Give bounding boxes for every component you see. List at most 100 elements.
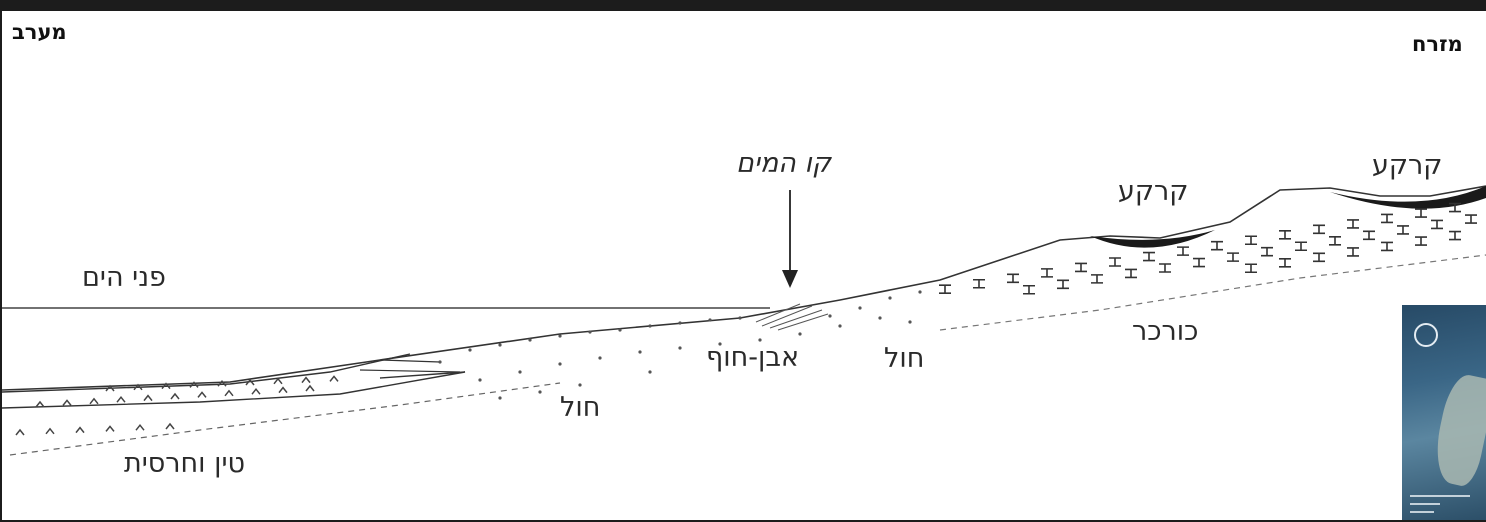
kurkar-mark [1193,257,1205,268]
clay-mark [75,426,85,434]
sand-dot [478,378,482,382]
kurkar-mark [1279,258,1291,268]
kurkar-mark [1415,236,1427,246]
kurkar-mark [1465,214,1477,224]
kurkar-mark [1381,213,1393,224]
kurkar-mark [939,284,951,294]
sand-dot [438,360,442,364]
kurkar-mark [1431,219,1443,230]
clay-mark [135,423,145,431]
kurkar-mark [1041,268,1053,278]
kurkar-mark [1245,235,1257,246]
kurkar-mark [1023,284,1035,295]
clay-mark [89,397,99,405]
sand-dot [678,321,682,325]
sand-dot [798,332,802,336]
west-label: מערב [12,20,67,44]
kurkar-mark [1347,247,1359,257]
sand-dot [838,324,842,328]
sand-dot [618,328,622,332]
clay-mark [189,381,199,388]
sand-dot [538,390,542,394]
kurkar-mark [1313,252,1325,263]
clay-lens-wedge [359,359,461,373]
kurkar-mark [1381,241,1393,252]
water-line-arrow-head [782,270,798,288]
kurkar-mark [1143,251,1155,262]
sand-dot [738,316,742,320]
cover-text-line [1410,503,1440,505]
sand-dot [598,356,602,360]
sand-dot [718,342,722,346]
sand-dot [558,334,562,338]
clay-mark [35,400,45,408]
sand-dot [908,320,912,324]
sand-label-2: חול [560,392,601,423]
clay-mark [197,391,207,398]
clay-mark [251,387,261,395]
sand-dots [438,290,922,400]
clay-mark [143,394,153,402]
clay-mark [161,382,171,390]
clay-mark [217,379,227,387]
clay-silt-label: טין וחרסית [124,448,246,479]
sand-dot [528,338,532,342]
sand-dot [758,338,762,342]
kurkar-mark [1245,263,1257,274]
kurkar-mark [1261,246,1273,257]
soil-patch-1 [1090,230,1215,248]
clay-mark [105,384,115,392]
east-label: מזרח [1412,32,1463,56]
kurkar-mark [1449,230,1461,241]
clay-marks [15,375,339,436]
map-landmass [1429,371,1486,489]
clay-mark [170,392,180,400]
kurkar-mark [1363,230,1375,241]
sand-dot [878,316,882,320]
emblem-icon [1414,323,1438,347]
clay-mark [245,378,255,386]
clay-mark [305,384,315,392]
kurkar-mark [1159,263,1171,273]
sand-dot [858,306,862,310]
clay-lens-upper [1,353,411,393]
clay-mark [105,425,115,432]
sea-surface-label: פני הים [82,262,166,293]
kurkar-boundary-line [939,254,1486,331]
lower-boundary-line [9,382,561,456]
sand-dot [498,396,502,400]
clay-mark [165,422,175,430]
sand-dot [828,314,832,318]
kurkar-mark [1057,279,1069,290]
cover-text-line [1410,511,1434,513]
kurkar-mark [1177,246,1189,256]
kurkar-mark [1125,268,1137,279]
kurkar-mark [973,278,985,289]
kurkar-mark [1449,202,1461,213]
sand-dot [678,346,682,350]
beach-rock-hatch [755,303,829,331]
kurkar-mark [1211,240,1223,251]
sand-dot [588,330,592,334]
clay-mark [133,383,143,391]
soil-patch-2 [1330,186,1486,209]
kurkar-mark [1075,262,1087,273]
sand-dot [708,318,712,322]
kurkar-mark [1007,273,1019,284]
clay-lens-lower [1,371,466,409]
kurkar-mark [1329,236,1341,246]
kurkar-label: כורכר [1132,316,1199,347]
kurkar-mark [1091,274,1103,284]
clay-mark [273,377,283,385]
kurkar-marks [939,202,1477,295]
clay-mark [45,427,55,435]
sand-dot [578,383,582,387]
cover-text-line [1410,495,1470,497]
kurkar-mark [1347,219,1359,229]
water-line-label: קו המים [736,148,832,179]
clay-mark [62,399,72,406]
soil-label-2: קרקע [1372,150,1443,181]
sand-dot [638,350,642,354]
